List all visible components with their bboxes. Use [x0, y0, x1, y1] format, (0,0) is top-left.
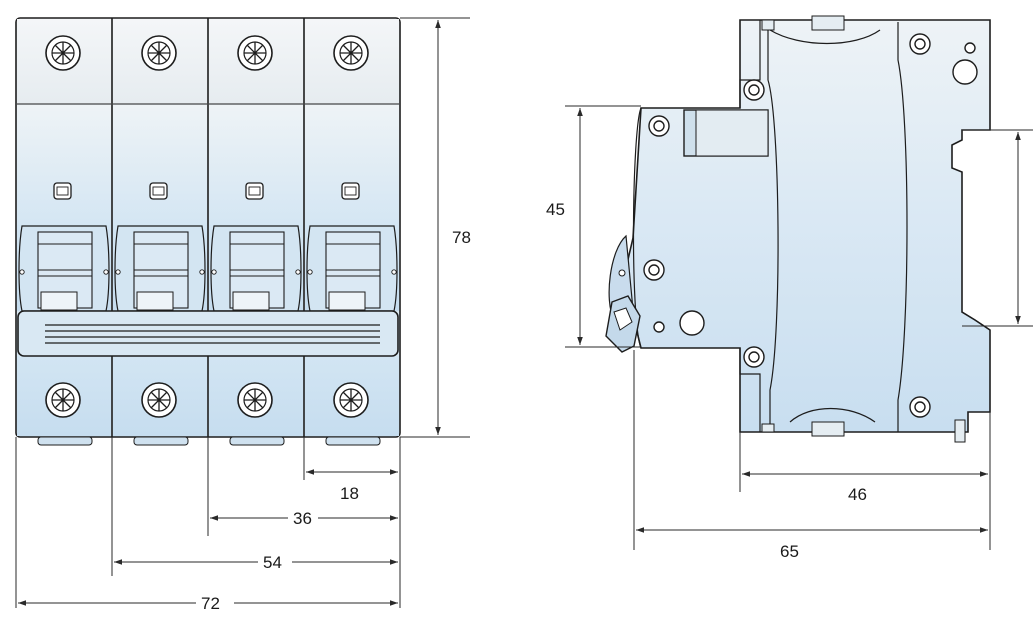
dimension-46-label: 46 [848, 485, 867, 504]
handle-tie-bar [17, 310, 399, 357]
dimension-72-label: 72 [201, 594, 220, 613]
front-view: 78 18 36 54 72 [15, 17, 471, 613]
dimension-rail-height: 45 [546, 105, 1033, 348]
dimension-18-label: 18 [340, 484, 359, 503]
dimension-65-label: 65 [780, 542, 799, 561]
terminal-screw-icon [45, 35, 81, 71]
pole-module [17, 19, 111, 446]
dimension-height: 78 [400, 17, 471, 438]
dimension-36-label: 36 [293, 509, 312, 528]
terminal-screw-icon [141, 382, 177, 418]
dimension-45-label: 45 [546, 200, 565, 219]
pole-module [111, 18, 207, 446]
side-view: 45 46 65 [546, 15, 1033, 561]
dimension-height-label: 78 [452, 228, 471, 247]
terminal-screw-icon [45, 382, 81, 418]
pole-module [207, 18, 303, 446]
side-body [625, 19, 991, 433]
terminal-screw-icon [237, 382, 273, 418]
terminal-screw-icon [333, 382, 369, 418]
dimension-54-label: 54 [263, 553, 282, 572]
dimension-depths: 46 65 [633, 350, 991, 561]
terminal-screw-icon [141, 35, 177, 71]
pole-module [303, 18, 399, 446]
terminal-screw-icon [237, 35, 273, 71]
rivet-holes [643, 33, 978, 418]
dimension-widths: 18 36 54 72 [15, 437, 401, 613]
toggle-lever [605, 234, 641, 353]
terminal-screw-icon [333, 35, 369, 71]
